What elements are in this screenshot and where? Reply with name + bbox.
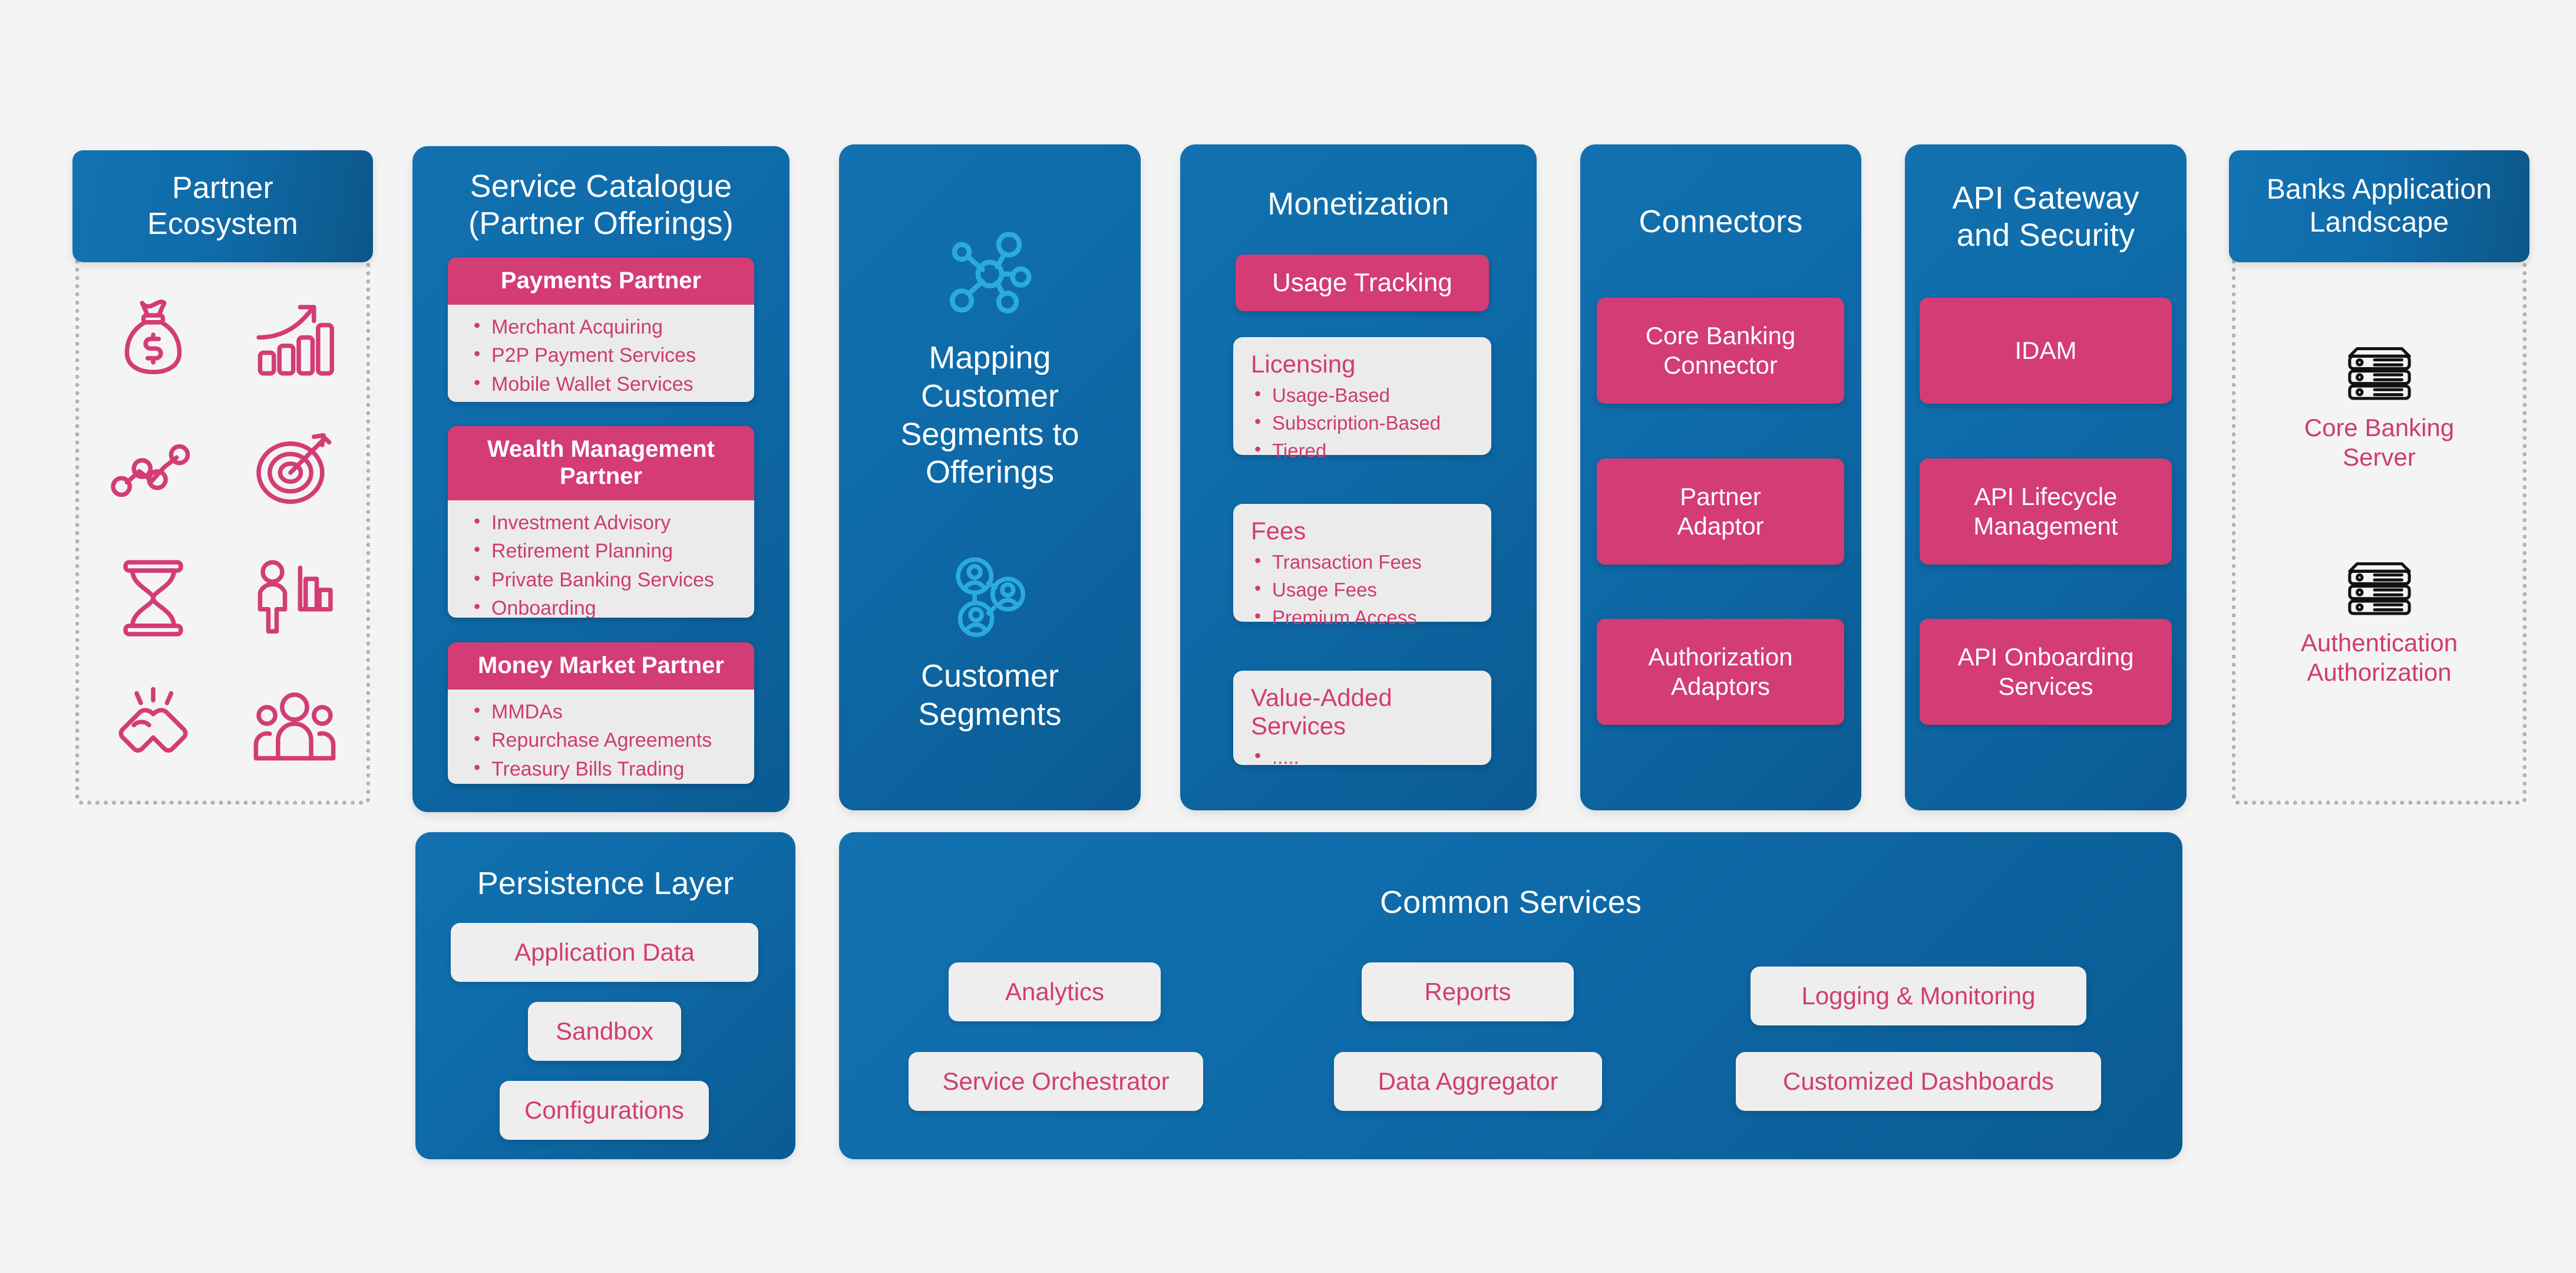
customer-segments-label: Customer Segments	[918, 658, 1062, 732]
line-graph-icon	[109, 424, 197, 513]
person-chart-icon	[250, 554, 339, 642]
server-stack-icon	[2232, 336, 2527, 404]
api-gateway-card-idam[interactable]: IDAM	[1920, 298, 2172, 404]
banks-landscape-header: Banks Application Landscape	[2229, 150, 2529, 262]
partner-ecosystem-icon-grid	[82, 274, 365, 793]
persistence-card-sandbox[interactable]: Sandbox	[528, 1002, 681, 1061]
money-bag-icon	[109, 295, 197, 383]
list-item: .....	[1251, 743, 1481, 771]
partner-card-money-market-body: MMDAs Repurchase Agreements Treasury Bil…	[448, 690, 754, 784]
partner-card-money-market[interactable]: Money Market Partner MMDAs Repurchase Ag…	[448, 642, 754, 784]
list-item: Retirement Planning	[471, 536, 748, 565]
common-service-card-analytics[interactable]: Analytics	[949, 962, 1161, 1021]
api-gateway-card-lifecycle-management[interactable]: API Lifecycle Management	[1920, 459, 2172, 565]
partner-card-wealth-management-header: Wealth Management Partner	[448, 426, 754, 500]
api-gateway-card-onboarding-services[interactable]: API Onboarding Services	[1920, 619, 2172, 725]
list-item: P2P Payment Services	[471, 341, 748, 370]
partner-card-payments[interactable]: Payments Partner Merchant Acquiring P2P …	[448, 258, 754, 402]
monetization-group-fees[interactable]: Fees Transaction Fees Usage Fees Premium…	[1233, 504, 1491, 629]
partner-card-wealth-management[interactable]: Wealth Management Partner Investment Adv…	[448, 426, 754, 618]
group-heading: Licensing	[1251, 350, 1356, 378]
mapping-panel	[839, 144, 1141, 810]
group-heading: Value-Added Services	[1251, 684, 1392, 740]
list-item: Premium Access	[1251, 603, 1481, 632]
persistence-card-configurations[interactable]: Configurations	[500, 1081, 709, 1140]
partner-card-payments-body: Merchant Acquiring P2P Payment Services …	[448, 305, 754, 402]
common-service-card-customized-dashboards[interactable]: Customized Dashboards	[1736, 1052, 2101, 1111]
list-item: Mobile Wallet Services	[471, 370, 748, 398]
usage-tracking-card[interactable]: Usage Tracking	[1236, 255, 1489, 311]
list-item: Transaction Fees	[1251, 548, 1481, 576]
partner-ecosystem-column	[75, 194, 370, 804]
common-service-card-logging-monitoring[interactable]: Logging & Monitoring	[1751, 967, 2086, 1025]
bank-item-core-banking-server[interactable]: Core Banking Server	[2232, 336, 2527, 473]
network-hub-icon	[943, 227, 1037, 324]
common-service-card-reports[interactable]: Reports	[1362, 962, 1574, 1021]
list-item: MMDAs	[471, 697, 748, 726]
list-item: Usage Fees	[1251, 575, 1481, 604]
common-service-card-data-aggregator[interactable]: Data Aggregator	[1334, 1052, 1602, 1111]
people-group-icon	[250, 684, 339, 772]
partner-ecosystem-header: Partner Ecosystem	[72, 150, 373, 262]
list-item: Usage-Based	[1251, 381, 1481, 410]
connector-card-core-banking[interactable]: Core Banking Connector	[1597, 298, 1844, 404]
growth-bar-chart-icon	[250, 295, 339, 383]
persistence-layer-title: Persistence Layer	[477, 866, 734, 901]
monetization-group-licensing[interactable]: Licensing Usage-Based Subscription-Based…	[1233, 337, 1491, 463]
list-item: Repurchase Agreements	[471, 725, 748, 754]
target-bullseye-icon	[250, 424, 339, 513]
persistence-card-application-data[interactable]: Application Data	[451, 923, 758, 982]
list-item: Investment Advisory	[471, 508, 748, 537]
connector-card-partner-adaptor[interactable]: Partner Adaptor	[1597, 459, 1844, 565]
list-item: Treasury Bills Trading	[471, 754, 748, 783]
bank-item-label: Core Banking Server	[2304, 414, 2455, 471]
partner-card-payments-header: Payments Partner	[448, 258, 754, 305]
list-item: Tiered	[1251, 436, 1481, 465]
list-item: Subscription-Based	[1251, 408, 1481, 437]
list-item: Private Banking Services	[471, 565, 748, 594]
common-services-title: Common Services	[1379, 885, 1642, 920]
bank-item-authentication-authorization[interactable]: Authentication Authorization	[2232, 551, 2527, 688]
api-gateway-title: API Gateway and Security	[1952, 180, 2139, 253]
bank-item-label: Authentication Authorization	[2300, 629, 2458, 687]
partner-card-money-market-header: Money Market Partner	[448, 642, 754, 690]
monetization-title: Monetization	[1267, 186, 1449, 222]
server-stack-icon	[2232, 551, 2527, 619]
list-item: Merchant Acquiring	[471, 312, 748, 341]
partner-card-wealth-management-body: Investment Advisory Retirement Planning …	[448, 500, 754, 618]
banks-landscape-column	[2232, 194, 2527, 804]
connected-users-icon	[946, 554, 1034, 645]
group-heading: Fees	[1251, 517, 1306, 545]
banks-landscape-title: Banks Application Landscape	[2266, 173, 2492, 238]
hourglass-icon	[109, 554, 197, 642]
service-catalogue-title: Service Catalogue (Partner Offerings)	[468, 169, 734, 242]
handshake-icon	[109, 684, 197, 772]
connectors-title: Connectors	[1639, 204, 1803, 239]
mapping-label: Mapping Customer Segments to Offerings	[900, 340, 1079, 490]
common-service-card-service-orchestrator[interactable]: Service Orchestrator	[909, 1052, 1203, 1111]
connector-card-authorization-adaptors[interactable]: Authorization Adaptors	[1597, 619, 1844, 725]
partner-ecosystem-title: Partner Ecosystem	[147, 171, 299, 241]
list-item: Onboarding	[471, 593, 748, 618]
monetization-group-value-added-services[interactable]: Value-Added Services .....	[1233, 671, 1491, 769]
